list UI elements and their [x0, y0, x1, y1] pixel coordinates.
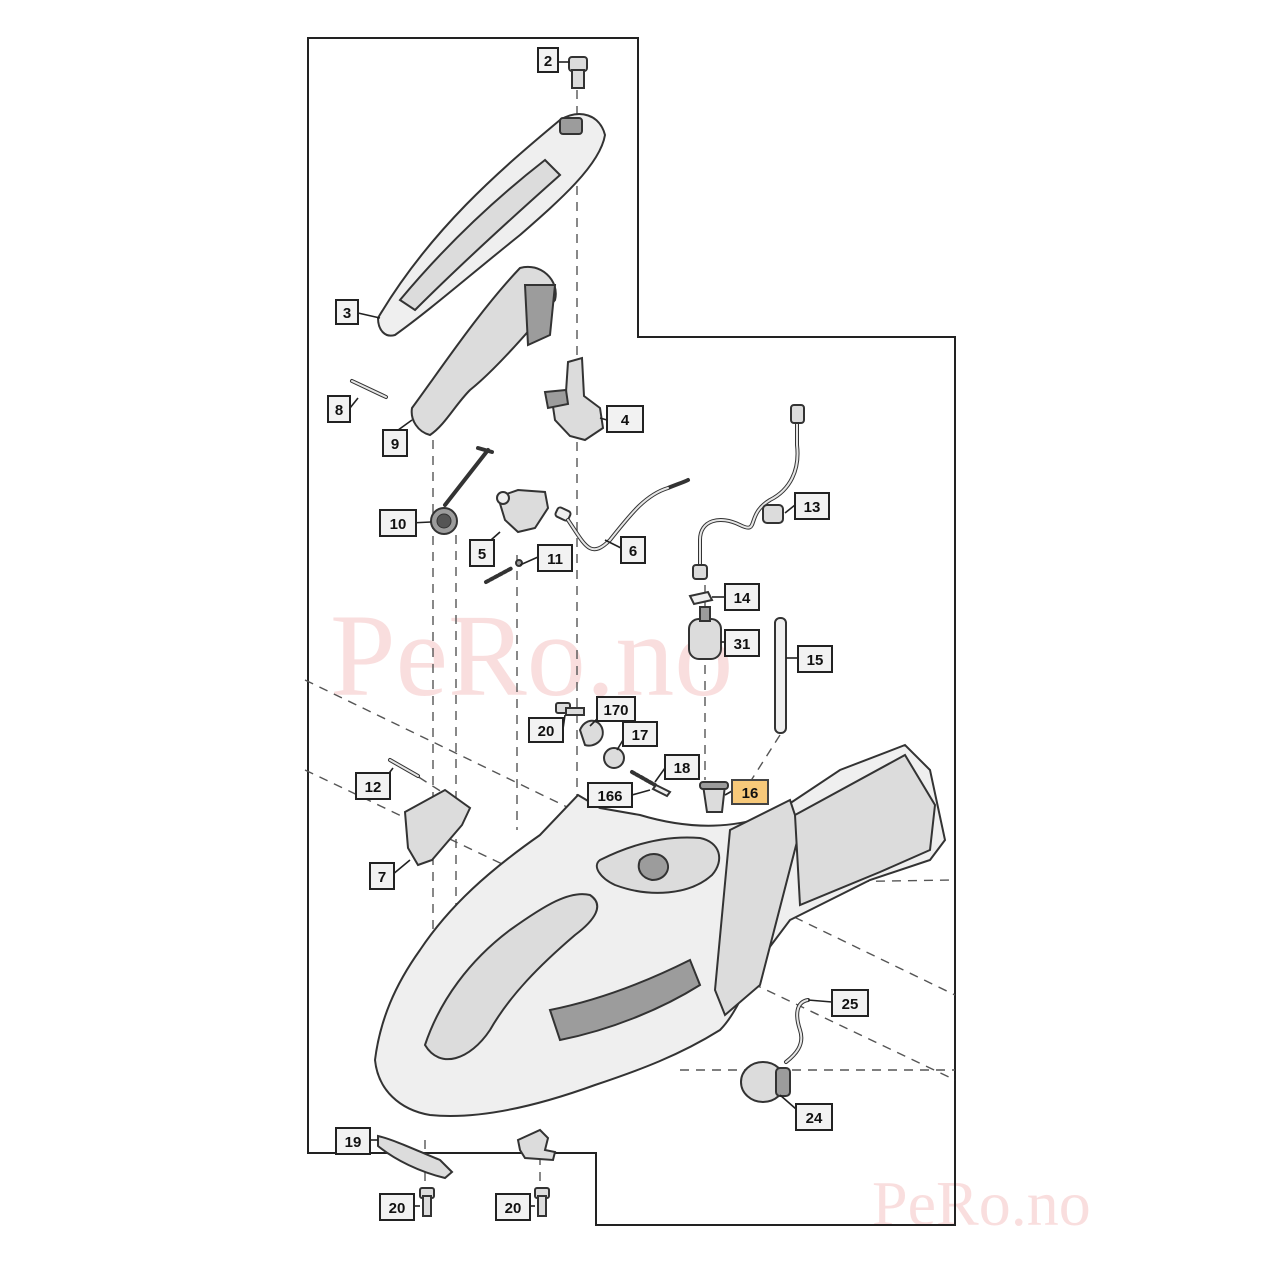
part-throttle-trigger	[496, 488, 550, 534]
svg-text:15: 15	[807, 652, 824, 669]
part-primer-hose	[784, 998, 810, 1064]
label-part-19[interactable]: 19	[335, 1127, 371, 1155]
svg-text:170: 170	[603, 702, 628, 719]
svg-text:11: 11	[547, 551, 563, 568]
label-part-31[interactable]: 31	[724, 629, 760, 657]
part-clip-170	[578, 719, 604, 747]
svg-text:20: 20	[505, 1200, 522, 1217]
label-part-11[interactable]: 11	[537, 544, 573, 572]
label-part-16-highlighted[interactable]: 16	[731, 779, 769, 805]
part-grommet-16	[699, 781, 729, 813]
part-torsion-spring	[430, 446, 494, 535]
part-bushing-17	[603, 747, 625, 769]
part-bracket-bottom	[516, 1128, 557, 1162]
svg-text:12: 12	[365, 779, 382, 796]
part-rod	[774, 617, 787, 734]
part-fuel-filter	[688, 606, 722, 660]
svg-text:166: 166	[597, 788, 622, 805]
label-part-14[interactable]: 14	[724, 583, 760, 611]
label-part-166[interactable]: 166	[587, 782, 633, 808]
svg-text:4: 4	[621, 412, 630, 429]
svg-text:16: 16	[742, 785, 759, 802]
svg-text:2: 2	[544, 53, 552, 70]
svg-text:13: 13	[804, 499, 821, 516]
part-pin-12	[388, 758, 420, 778]
part-screw-bottom-left	[419, 1187, 435, 1217]
svg-text:8: 8	[335, 402, 343, 419]
part-hose-clip	[688, 590, 714, 606]
svg-text:6: 6	[629, 543, 637, 560]
label-part-10[interactable]: 10	[379, 509, 417, 537]
label-part-20-bottom-left[interactable]: 20	[379, 1193, 415, 1221]
label-part-18[interactable]: 18	[664, 754, 700, 780]
part-handle-cover	[376, 113, 607, 337]
svg-text:17: 17	[632, 727, 649, 744]
label-part-4[interactable]: 4	[606, 405, 644, 433]
label-part-170[interactable]: 170	[596, 696, 636, 722]
label-part-3[interactable]: 3	[335, 299, 359, 325]
part-throttle-cable	[554, 478, 690, 552]
part-throttle-bracket	[543, 356, 605, 442]
watermark-center: PeRo.no	[330, 590, 733, 721]
label-part-25[interactable]: 25	[831, 989, 869, 1017]
label-part-9[interactable]: 9	[382, 429, 408, 457]
svg-text:25: 25	[842, 996, 859, 1013]
part-handle-grip	[410, 265, 557, 437]
svg-text:7: 7	[378, 869, 386, 886]
label-part-7[interactable]: 7	[369, 862, 395, 890]
part-pin	[350, 379, 388, 399]
label-part-5[interactable]: 5	[469, 539, 495, 567]
label-part-12[interactable]: 12	[355, 772, 391, 800]
part-deflector	[377, 1134, 454, 1180]
label-part-15[interactable]: 15	[797, 645, 833, 673]
svg-text:20: 20	[538, 723, 555, 740]
part-fuel-hose	[692, 404, 805, 580]
label-part-13[interactable]: 13	[794, 492, 830, 520]
svg-text:5: 5	[478, 546, 486, 563]
part-main-housing	[373, 743, 947, 1117]
part-primer-bulb	[740, 1061, 791, 1103]
label-part-6[interactable]: 6	[620, 536, 646, 564]
part-cover-plate	[403, 788, 472, 867]
svg-text:9: 9	[391, 436, 399, 453]
svg-text:18: 18	[674, 760, 691, 777]
label-part-20-bottom-right[interactable]: 20	[495, 1193, 531, 1221]
svg-text:14: 14	[734, 590, 751, 607]
svg-text:31: 31	[734, 636, 751, 653]
label-part-8[interactable]: 8	[327, 395, 351, 423]
label-part-2[interactable]: 2	[537, 47, 559, 73]
part-screw-mid	[555, 702, 585, 716]
watermark-corner: PeRo.no	[872, 1168, 1091, 1239]
svg-text:24: 24	[806, 1110, 823, 1127]
label-part-20-mid[interactable]: 20	[528, 717, 564, 743]
part-screw-top	[568, 56, 588, 89]
part-spring-18	[630, 770, 672, 798]
label-part-24[interactable]: 24	[795, 1103, 833, 1131]
svg-text:10: 10	[390, 516, 407, 533]
label-part-17[interactable]: 17	[622, 721, 658, 747]
svg-text:19: 19	[345, 1134, 362, 1151]
svg-text:20: 20	[389, 1200, 406, 1217]
svg-text:3: 3	[343, 305, 351, 322]
part-screw-bottom-right	[534, 1187, 550, 1217]
